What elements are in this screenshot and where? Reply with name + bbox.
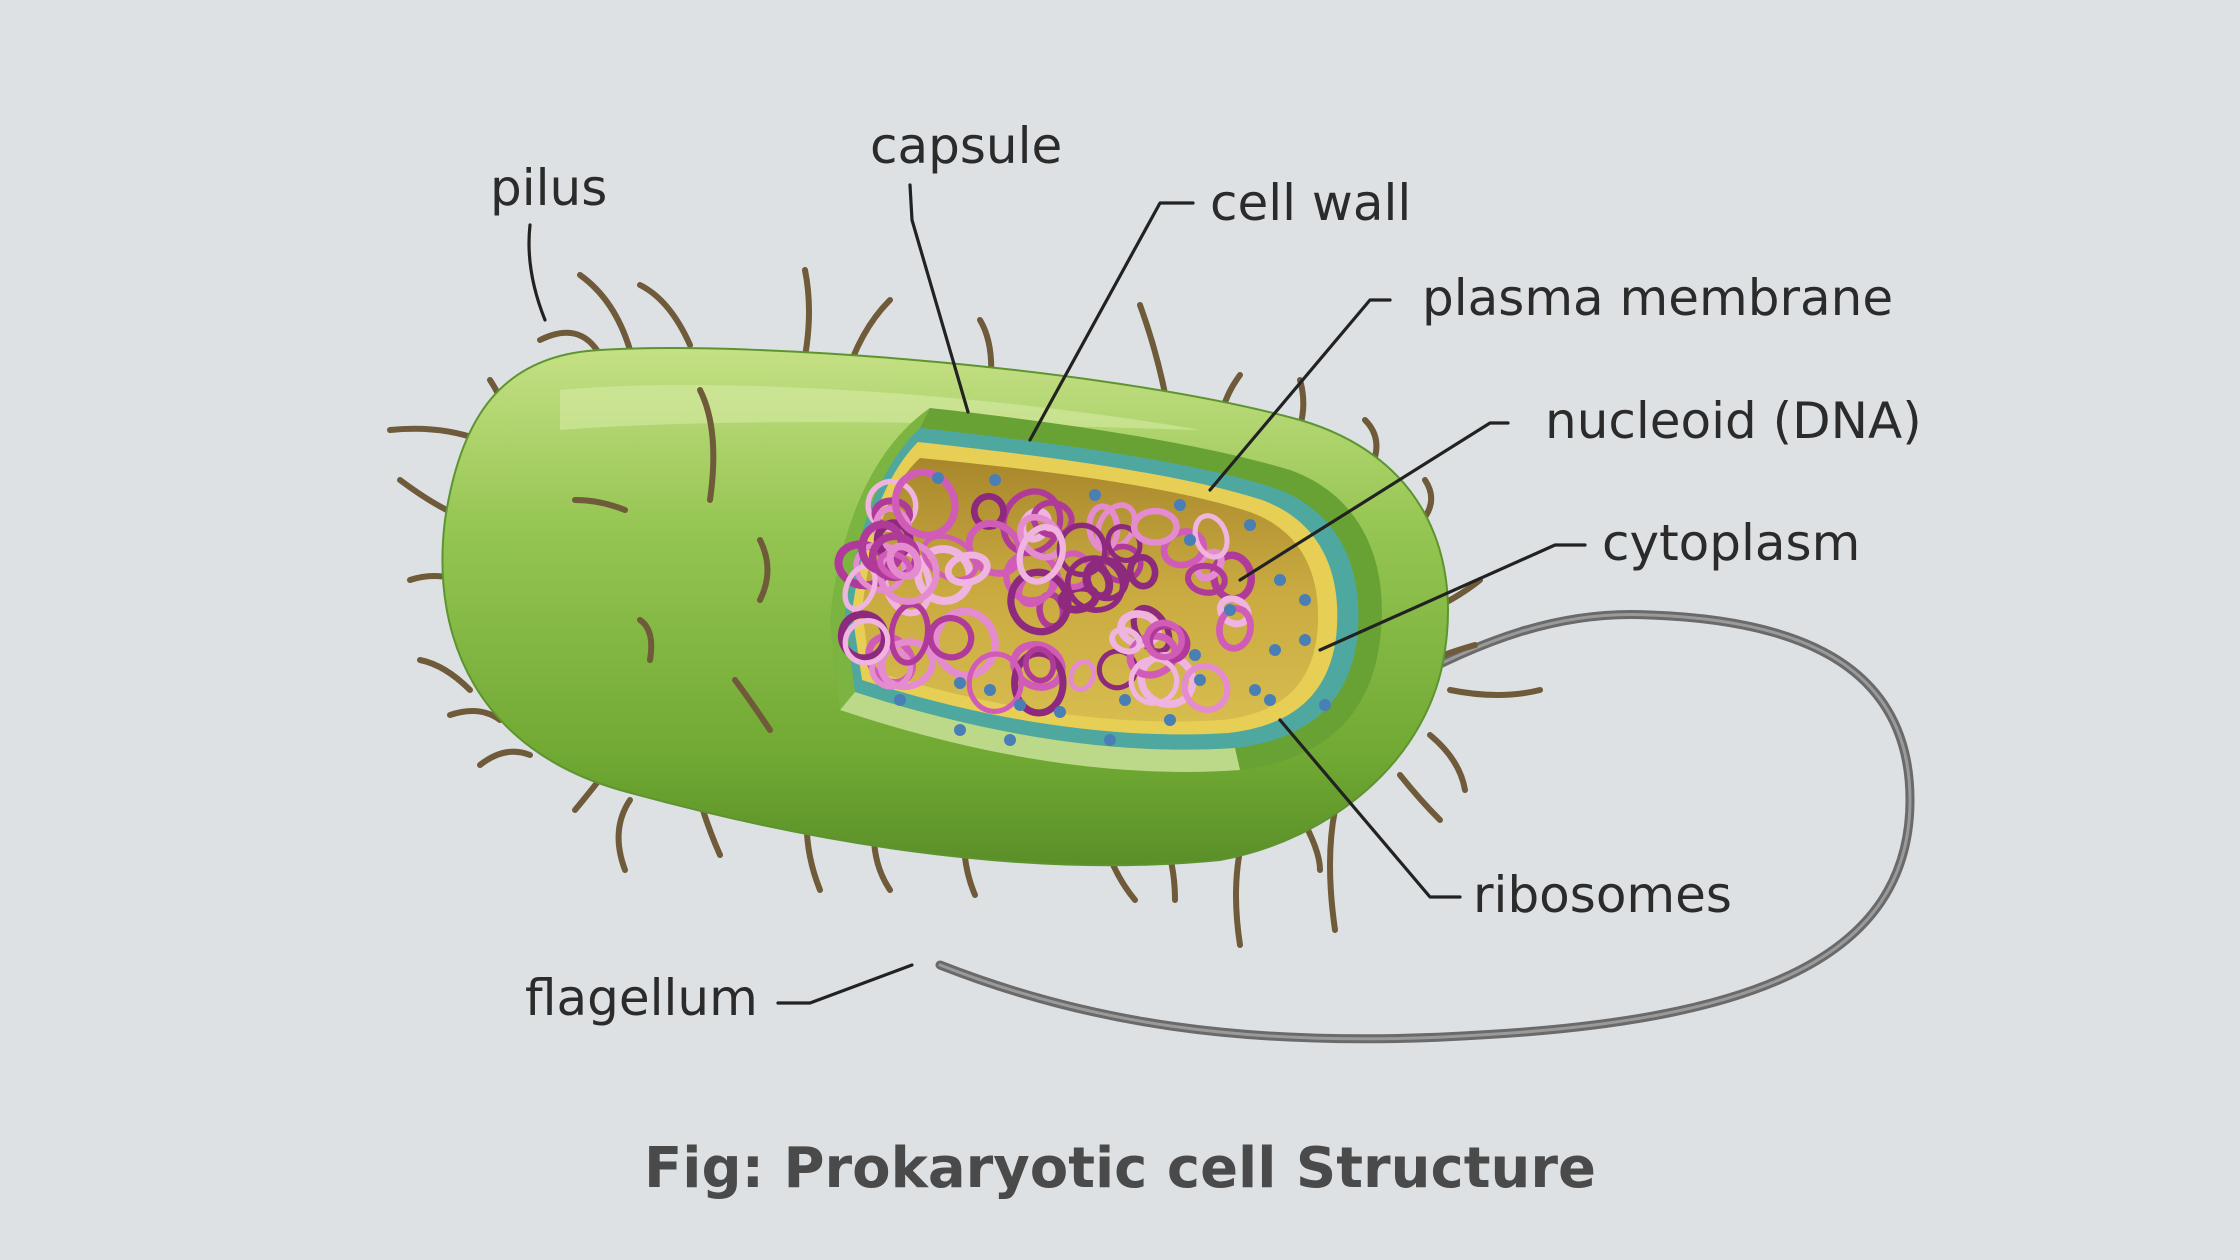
ribosome-dot: [1269, 644, 1281, 656]
ribosome-dot: [932, 472, 944, 484]
label-cell-wall: cell wall: [1210, 174, 1411, 232]
dna-coil: [1184, 562, 1228, 596]
ribosome-dot: [1089, 489, 1101, 501]
dna-coil: [1011, 649, 1067, 717]
nucleoid-dna: [834, 468, 1255, 717]
leader-pilus: [527, 223, 547, 322]
ribosome-dot: [1264, 694, 1276, 706]
dna-coil: [1143, 619, 1185, 661]
ribosome-dot: [1119, 694, 1131, 706]
ribosome-dot: [1104, 734, 1116, 746]
ribosome-dot: [1164, 714, 1176, 726]
label-flagellum: flagellum: [525, 969, 758, 1027]
ribosome-dot: [1224, 604, 1236, 616]
dna-coil: [886, 542, 922, 580]
dna-coil: [877, 550, 913, 580]
dna-coil: [891, 468, 959, 539]
dna-coil: [1023, 646, 1057, 684]
dna-coil: [1216, 605, 1254, 652]
dna-coil: [1109, 626, 1143, 655]
ribosome-dot: [954, 724, 966, 736]
dna-coil: [944, 551, 991, 587]
dna-coil: [1127, 553, 1159, 590]
leader-cell-wall: [1028, 201, 1195, 442]
dna-coil: [965, 520, 1024, 577]
dna-coil: [927, 615, 975, 661]
dna-coil: [966, 651, 1024, 714]
ribosome-dot: [1174, 499, 1186, 511]
dna-coil: [1068, 659, 1097, 693]
leader-capsule: [908, 183, 970, 414]
label-ribosomes: ribosomes: [1473, 866, 1732, 924]
label-plasma-membrane: plasma membrane: [1422, 269, 1893, 327]
dna-coil: [1128, 656, 1180, 706]
dna-coil: [842, 618, 891, 666]
ribosomes-group: [894, 472, 1331, 746]
ribosome-dot: [1299, 594, 1311, 606]
ribosome-dot: [1014, 699, 1026, 711]
leader-ribosomes: [1278, 718, 1462, 899]
pili-front: [572, 387, 773, 733]
ribosome-dot: [1299, 634, 1311, 646]
ribosome-dot: [1189, 649, 1201, 661]
leader-plasma-membrane: [1208, 298, 1392, 492]
label-cytoplasm: cytoplasm: [1602, 514, 1860, 572]
dna-coil: [1181, 662, 1231, 713]
ribosome-dot: [954, 677, 966, 689]
dna-coil: [921, 533, 979, 582]
leader-cytoplasm: [1318, 543, 1587, 652]
ribosome-dot: [1249, 684, 1261, 696]
ribosome-dot: [1244, 519, 1256, 531]
figure-caption: Fig: Prokaryotic cell Structure: [644, 1136, 1596, 1201]
dna-coil: [1016, 523, 1066, 585]
label-capsule: capsule: [870, 117, 1062, 175]
dna-coil: [1082, 556, 1130, 602]
ribosome-dot: [989, 474, 1001, 486]
ribosome-dot: [1004, 734, 1016, 746]
label-pilus: pilus: [490, 159, 607, 217]
leader-nucleoid: [1238, 421, 1510, 582]
leader-lines: [527, 183, 1587, 1005]
dna-coil: [1130, 507, 1180, 546]
ribosome-dot: [1319, 699, 1331, 711]
leader-flagellum: [776, 963, 914, 1005]
ribosome-dot: [1184, 534, 1196, 546]
dna-coil: [1192, 513, 1230, 560]
ribosome-dot: [1194, 674, 1206, 686]
dna-coil: [877, 638, 936, 691]
label-nucleoid: nucleoid (DNA): [1545, 392, 1922, 450]
ribosome-dot: [894, 694, 906, 706]
ribosome-dot: [1054, 706, 1066, 718]
ribosome-dot: [984, 684, 996, 696]
ribosome-dot: [1274, 574, 1286, 586]
